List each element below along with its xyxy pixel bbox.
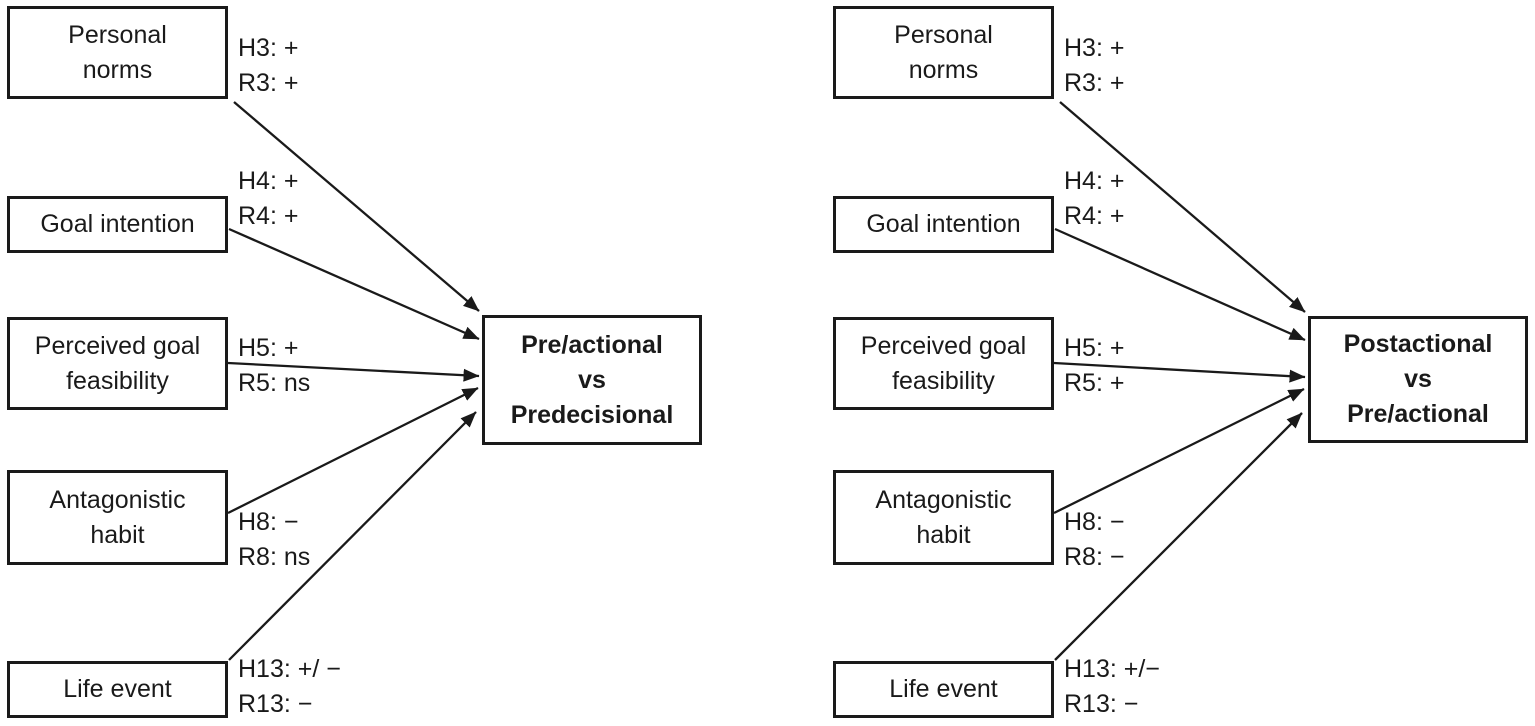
path-label-h13-r13-right: H13: +/− R13: − <box>1064 652 1160 722</box>
box-antagonistic-habit-right: Antagonistic habit <box>833 470 1054 565</box>
hypothesis-h4-right: H4: + <box>1064 167 1125 195</box>
path-label-h4-r4-left: H4: + R4: + <box>238 164 298 234</box>
arrow-right-life-event-to-outcome <box>1054 412 1303 661</box>
box-personal-norms-left: Personal norms <box>7 6 228 99</box>
hypothesis-h13-right: H13: +/− <box>1064 655 1160 683</box>
hypothesis-h8-right: H8: − <box>1064 508 1125 536</box>
arrow-right-perceived-goal-feasibility-to-outcome <box>1053 361 1306 383</box>
box-antagonistic-habit-left: Antagonistic habit <box>7 470 228 565</box>
result-r4-right: R4: + <box>1064 202 1125 230</box>
arrow-left-goal-intention-to-outcome <box>228 227 480 341</box>
path-label-h3-r3-right: H3: + R3: + <box>1064 31 1124 101</box>
result-r5-left: R5: ns <box>238 369 311 397</box>
path-label-h3-r3-left: H3: + R3: + <box>238 31 298 101</box>
hypothesis-h8-left: H8: − <box>238 508 299 536</box>
path-label-h13-r13-left: H13: +/ − R13: − <box>238 652 341 722</box>
arrow-right-goal-intention-to-outcome <box>1054 227 1306 342</box>
arrow-left-personal-norms-to-outcome <box>233 101 480 312</box>
result-r13-left: R13: − <box>238 690 313 718</box>
path-label-h4-r4-right: H4: + R4: + <box>1064 164 1124 234</box>
path-label-h8-r8-right: H8: − R8: − <box>1064 505 1124 575</box>
box-life-event-left: Life event <box>7 661 228 718</box>
arrow-left-perceived-goal-feasibility-to-outcome <box>227 361 480 382</box>
box-perceived-goal-feasibility-left: Perceived goal feasibility <box>7 317 228 410</box>
result-r3-left: R3: + <box>238 69 299 97</box>
hypothesis-h5-left: H5: + <box>238 334 299 362</box>
result-r13-right: R13: − <box>1064 690 1139 718</box>
hypothesis-h5-right: H5: + <box>1064 334 1125 362</box>
hypothesis-h4-left: H4: + <box>238 167 299 195</box>
box-personal-norms-right: Personal norms <box>833 6 1054 99</box>
box-goal-intention-left: Goal intention <box>7 196 228 253</box>
hypothesis-h13-left: H13: +/ − <box>238 655 341 683</box>
result-r5-right: R5: + <box>1064 369 1125 397</box>
result-r3-right: R3: + <box>1064 69 1125 97</box>
result-r4-left: R4: + <box>238 202 299 230</box>
box-life-event-right: Life event <box>833 661 1054 718</box>
arrow-right-personal-norms-to-outcome <box>1059 101 1306 313</box>
hypothesis-h3-right: H3: + <box>1064 34 1125 62</box>
path-label-h5-r5-right: H5: + R5: + <box>1064 331 1124 401</box>
box-outcome-left: Pre/actional vs Predecisional <box>482 315 702 445</box>
hypothesis-h3-left: H3: + <box>238 34 299 62</box>
box-perceived-goal-feasibility-right: Perceived goal feasibility <box>833 317 1054 410</box>
arrow-right-antagonistic-habit-to-outcome <box>1053 387 1305 515</box>
path-label-h5-r5-left: H5: + R5: ns <box>238 331 310 401</box>
arrow-left-life-event-to-outcome <box>228 411 477 661</box>
path-label-h8-r8-left: H8: − R8: ns <box>238 505 310 575</box>
result-r8-left: R8: ns <box>238 543 311 571</box>
box-goal-intention-right: Goal intention <box>833 196 1054 253</box>
arrow-left-antagonistic-habit-to-outcome <box>227 386 479 515</box>
result-r8-right: R8: − <box>1064 543 1125 571</box>
box-outcome-right: Postactional vs Pre/actional <box>1308 316 1528 443</box>
